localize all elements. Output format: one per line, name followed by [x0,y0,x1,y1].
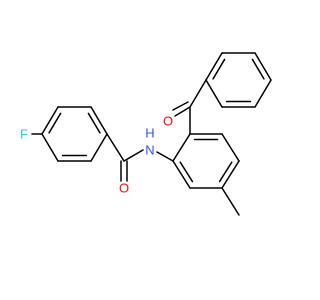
fluorophenyl-ring-bond [41,133,59,162]
ketone-double-bond [174,106,191,117]
amide-hydrogen-label: H [145,126,154,141]
phenyl-ring-double-bond [251,58,265,80]
n-aryl-bond [156,151,174,162]
fluorophenyl-ring-bond [90,106,108,135]
ketone-phenyl-bond [189,79,207,108]
methylphenyl-ring-bond [221,133,240,162]
ketone-oxygen-label: O [163,114,173,129]
methylphenyl-ring-bond [221,160,240,189]
fluorophenyl-ring-double-bond [87,112,101,134]
amide-nitrogen-label: N [145,143,154,158]
phenyl-ring-bond [254,79,272,108]
methylphenyl-ring-double-bond [179,161,194,183]
ring-carbonyl-bond [106,133,125,162]
methylphenyl-ring-bond [172,160,191,189]
phenyl-ring-bond [205,52,223,81]
phenyl-ring-bond [205,79,223,108]
amide-oxygen-label: O [119,181,129,196]
ketone-double-bond [172,101,189,111]
fluorophenyl-ring-double-bond [48,112,62,134]
fluorine-label: F [20,127,28,142]
phenyl-ring-double-bond [212,58,226,80]
phenyl-ring-bond [254,52,272,81]
fluorophenyl-ring-bond [41,106,59,135]
methylphenyl-ring-bond [172,133,191,162]
methyl-bond [221,187,240,216]
carbonyl-n-bond [123,149,144,162]
methylphenyl-ring-double-bond [218,161,233,183]
fluorophenyl-ring-bond [90,133,108,162]
